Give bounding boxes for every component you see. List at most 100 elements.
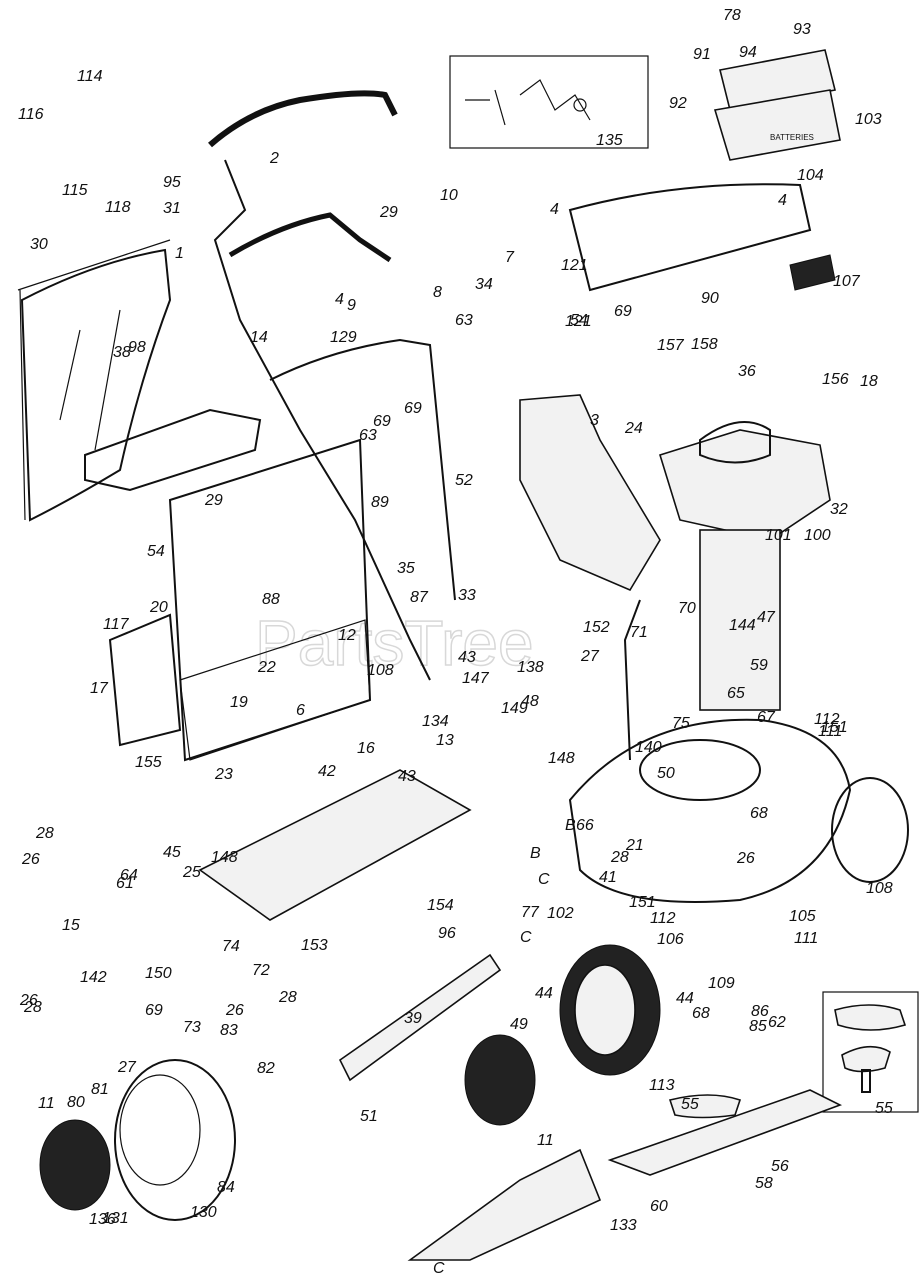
rear-flap-panel (179, 619, 371, 761)
part-label: 157 (657, 337, 685, 354)
part-label: 112 (650, 910, 676, 927)
part-label: 111 (818, 723, 842, 740)
part-label: 11 (537, 1132, 554, 1149)
part-label: 34 (475, 276, 493, 293)
part-label: 28 (278, 989, 297, 1006)
part-label: 148 (211, 849, 238, 866)
part-label: 69 (145, 1002, 163, 1019)
part-label: 121 (565, 313, 592, 330)
part-label: 62 (768, 1014, 786, 1031)
part-label: 39 (404, 1010, 422, 1027)
part-label: 58 (755, 1175, 773, 1192)
part-label: 142 (80, 969, 107, 986)
part-label: 44 (676, 990, 694, 1007)
part-label: 55 (681, 1096, 699, 1113)
part-label: 90 (701, 290, 719, 307)
part-label: 155 (135, 754, 162, 771)
part-label: 4 (778, 192, 787, 209)
part-label: B (565, 817, 576, 834)
part-label: 103 (855, 111, 882, 128)
part-label: 44 (535, 985, 553, 1002)
charger-107 (789, 254, 836, 291)
part-label: 2 (269, 150, 279, 167)
mulch-plate (338, 953, 502, 1082)
part-label: 138 (517, 659, 544, 676)
throttle-cable (623, 599, 641, 761)
mid-handle (269, 338, 456, 601)
part-label: 28 (35, 825, 54, 842)
part-label: 4 (335, 291, 344, 308)
part-label: 38 (113, 344, 131, 361)
part-label: 94 (739, 44, 757, 61)
part-label: 84 (217, 1179, 235, 1196)
part-label: 104 (797, 167, 824, 184)
part-label: 64 (120, 867, 138, 884)
part-label: 30 (30, 236, 48, 253)
part-label: 151 (821, 719, 848, 736)
engine (659, 421, 831, 711)
inset-box-135 (449, 55, 649, 149)
part-label: 63 (455, 312, 473, 329)
part-label: 133 (610, 1217, 637, 1234)
part-label: 100 (804, 527, 831, 544)
part-label: 131 (102, 1210, 129, 1227)
part-label: 45 (163, 844, 181, 861)
part-label: 12 (338, 627, 356, 644)
watermark: PartsTree (255, 607, 534, 679)
part-label: C (520, 929, 532, 946)
part-label: 130 (190, 1204, 217, 1221)
control-bail (568, 183, 812, 292)
part-label: 18 (860, 373, 878, 390)
part-label: 118 (105, 199, 131, 216)
part-label: 75 (672, 715, 690, 732)
part-label: 121 (561, 257, 588, 274)
part-label: 96 (438, 925, 456, 942)
part-label: 1 (175, 245, 184, 262)
part-label: 81 (91, 1081, 109, 1098)
wheel-113 (559, 944, 661, 1076)
part-label: 116 (18, 106, 44, 123)
part-label: 136 (89, 1211, 116, 1228)
part-label: 25 (182, 864, 201, 881)
part-label: 67 (757, 709, 776, 726)
part-label: 63 (359, 427, 377, 444)
part-label: 61 (116, 875, 134, 892)
part-label: 70 (678, 600, 696, 617)
inset-box-55 (822, 991, 919, 1113)
part-label: 95 (163, 174, 181, 191)
part-label: 80 (67, 1094, 85, 1111)
part-label: 83 (220, 1022, 238, 1039)
part-label: 114 (77, 68, 103, 85)
part-label: 91 (693, 46, 711, 63)
deflector (407, 1148, 602, 1261)
part-label: 15 (62, 917, 80, 934)
part-label: 140 (635, 739, 662, 756)
part-label: 59 (750, 657, 768, 674)
part-label: 69 (373, 413, 391, 430)
part-label: 115 (62, 182, 88, 199)
part-label: 41 (599, 869, 617, 886)
part-label: 135 (596, 132, 623, 149)
part-labels: 1234446789101111121314151617181920212223… (18, 7, 893, 1277)
part-label: 85 (749, 1018, 767, 1035)
part-label: 112 (814, 711, 840, 728)
part-label: 51 (360, 1108, 378, 1125)
part-label: 147 (462, 670, 490, 687)
blade (607, 1089, 843, 1176)
part-label: B (530, 845, 541, 862)
part-label: 108 (367, 662, 394, 679)
part-label: 26 (736, 850, 755, 867)
part-label: 32 (830, 501, 848, 518)
part-label: 11 (38, 1095, 55, 1112)
side-guard-17 (108, 613, 182, 747)
discharge-chute (519, 394, 661, 592)
part-label: 21 (625, 837, 644, 854)
part-label: 31 (163, 200, 181, 217)
part-label: 52 (455, 472, 473, 489)
part-label: 28 (610, 849, 629, 866)
part-label: 29 (379, 204, 398, 221)
part-label: 14 (250, 329, 268, 346)
part-label: 82 (257, 1060, 275, 1077)
part-label: C (433, 1260, 445, 1277)
part-label: 16 (357, 740, 375, 757)
